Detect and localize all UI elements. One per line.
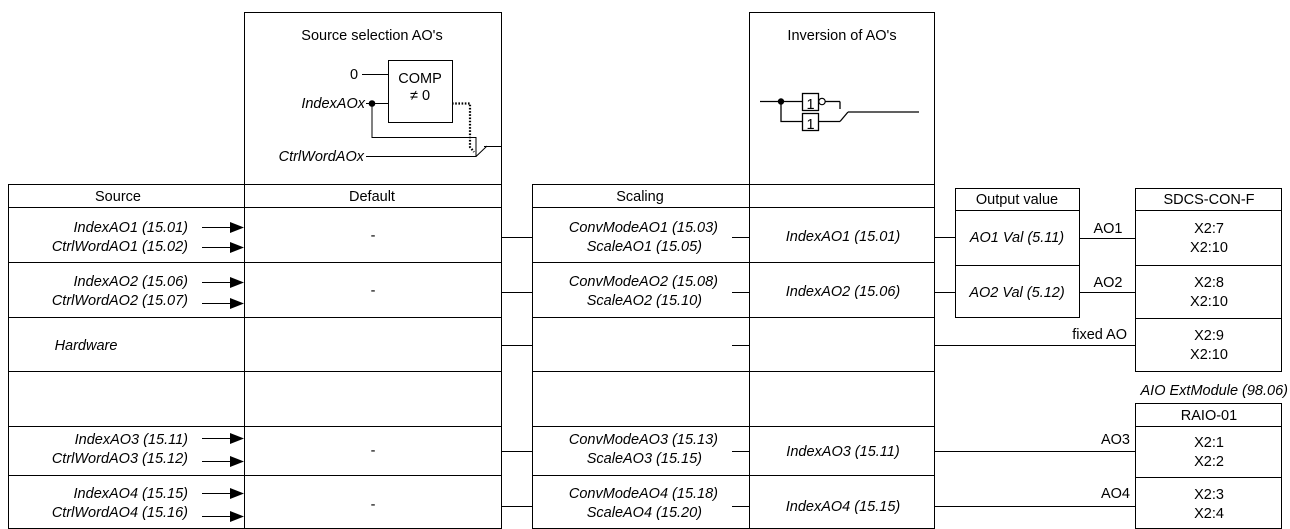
- source-row1-line1: IndexAO1 (15.01): [74, 220, 188, 236]
- default-row2-value: -: [371, 283, 376, 299]
- source-row6-line1: IndexAO4 (15.15): [74, 486, 188, 502]
- scaling-row6-line1: ConvModeAO4 (15.18): [569, 486, 718, 502]
- sdcs-con-f-block: SDCS-CON-F X2:7 X2:10 X2:8 X2:10 X2:9 X2…: [1135, 188, 1282, 372]
- comp-label: COMP: [398, 71, 442, 87]
- sdcs-row1-line1: X2:7: [1194, 221, 1224, 237]
- raio-row2-line1: X2:3: [1194, 487, 1224, 503]
- raio-row1-line1: X2:1: [1194, 435, 1224, 451]
- sdcs-row1-line2: X2:10: [1190, 240, 1228, 256]
- raio-row1-line2: X2:2: [1194, 454, 1224, 470]
- scaling-row2-line2: ScaleAO2 (15.10): [587, 293, 702, 309]
- inversion-block: Inversion of AO's 1 1 IndexAO1 (15.01) I…: [749, 12, 935, 529]
- inversion-row2-value: IndexAO2 (15.06): [786, 284, 900, 300]
- source-row1-line2: CtrlWordAO1 (15.02): [52, 239, 188, 255]
- raio-row2-line2: X2:4: [1194, 506, 1224, 522]
- default-header: Default: [349, 189, 395, 205]
- scaling-to-inversion-connectors: [732, 237, 750, 507]
- not-gate-label: 1: [806, 97, 814, 113]
- source-header: Source: [95, 189, 141, 205]
- output-connectors: AO1 AO2 fixed AO AO3 AO4: [934, 221, 1136, 507]
- inverter-gate-diagram: 1 1: [760, 92, 919, 133]
- sdcs-row2-line1: X2:8: [1194, 275, 1224, 291]
- default-row5-value: -: [371, 443, 376, 459]
- source-block-frame: [8, 184, 245, 529]
- comparator-diagram: 0 COMP ≠ 0 IndexAOx CtrlWordAOx: [279, 60, 501, 165]
- output-value-frame: [955, 188, 1080, 318]
- source-row2-line1: IndexAO2 (15.06): [74, 274, 188, 290]
- output-value-block: Output value AO1 Val (5.11) AO2 Val (5.1…: [955, 188, 1080, 318]
- scaling-row2-line1: ConvModeAO2 (15.08): [569, 274, 718, 290]
- inversion-bubble: [818, 97, 826, 106]
- inversion-row6-value: IndexAO4 (15.15): [786, 499, 900, 515]
- scaling-block-frame: [532, 184, 750, 529]
- source-row6-line2: CtrlWordAO4 (15.16): [52, 505, 188, 521]
- scaling-block: Scaling ConvModeAO1 (15.03) ScaleAO1 (15…: [532, 184, 750, 529]
- source-row5-line1: IndexAO3 (15.11): [75, 432, 188, 448]
- sdcs-row3-line1: X2:9: [1194, 328, 1224, 344]
- output-value-row1: AO1 Val (5.11): [969, 230, 1064, 246]
- source-block: Source IndexAO1 (15.01) CtrlWordAO1 (15.…: [8, 184, 245, 529]
- comp-block: [388, 60, 453, 123]
- source-row3-label: Hardware: [55, 338, 118, 354]
- sdcs-row3-line2: X2:10: [1190, 347, 1228, 363]
- default-block: Source selection AO's 0 COMP ≠ 0 IndexAO…: [244, 12, 502, 529]
- source-selection-title: Source selection AO's: [301, 28, 442, 44]
- buffer-gate-label: 1: [806, 117, 814, 133]
- ao4-line-label: AO4: [1101, 486, 1130, 502]
- comparator-zero-label: 0: [350, 67, 358, 83]
- sdcs-con-f-frame: [1135, 188, 1282, 372]
- comp-condition: ≠ 0: [410, 88, 430, 104]
- source-arrows: [202, 222, 244, 522]
- sdcs-con-f-header: SDCS-CON-F: [1163, 192, 1254, 208]
- scaling-row5-line2: ScaleAO3 (15.15): [587, 451, 702, 467]
- scaling-row5-line1: ConvModeAO3 (15.13): [569, 432, 718, 448]
- index-aox-label: IndexAOx: [301, 96, 365, 112]
- scaling-row1-line1: ConvModeAO1 (15.03): [569, 220, 718, 236]
- scaling-row1-line2: ScaleAO1 (15.05): [587, 239, 702, 255]
- scaling-row6-line2: ScaleAO4 (15.20): [587, 505, 702, 521]
- default-to-scaling-connectors: [501, 237, 532, 507]
- output-value-header: Output value: [976, 192, 1058, 208]
- ao2-line-label: AO2: [1093, 275, 1122, 291]
- source-row2-line2: CtrlWordAO2 (15.07): [52, 293, 188, 309]
- ao1-line-label: AO1: [1093, 221, 1122, 237]
- inversion-row5-value: IndexAO3 (15.11): [786, 444, 899, 460]
- output-value-row2: AO2 Val (5.12): [968, 285, 1064, 301]
- inversion-title: Inversion of AO's: [787, 28, 896, 44]
- inversion-row1-value: IndexAO1 (15.01): [786, 229, 900, 245]
- scaling-header: Scaling: [616, 189, 664, 205]
- aio-ext-module-label: AIO ExtModule (98.06): [1140, 383, 1289, 399]
- source-row5-line2: CtrlWordAO3 (15.12): [52, 451, 188, 467]
- ctrl-word-aox-label: CtrlWordAOx: [279, 149, 365, 165]
- default-row1-value: -: [371, 228, 376, 244]
- sdcs-row2-line2: X2:10: [1190, 294, 1228, 310]
- ao3-line-label: AO3: [1101, 432, 1130, 448]
- raio-01-header: RAIO-01: [1181, 408, 1237, 424]
- default-row6-value: -: [371, 497, 376, 513]
- fixed-ao-line-label: fixed AO: [1072, 327, 1127, 343]
- raio-01-block: AIO ExtModule (98.06) RAIO-01 X2:1 X2:2 …: [1135, 383, 1289, 529]
